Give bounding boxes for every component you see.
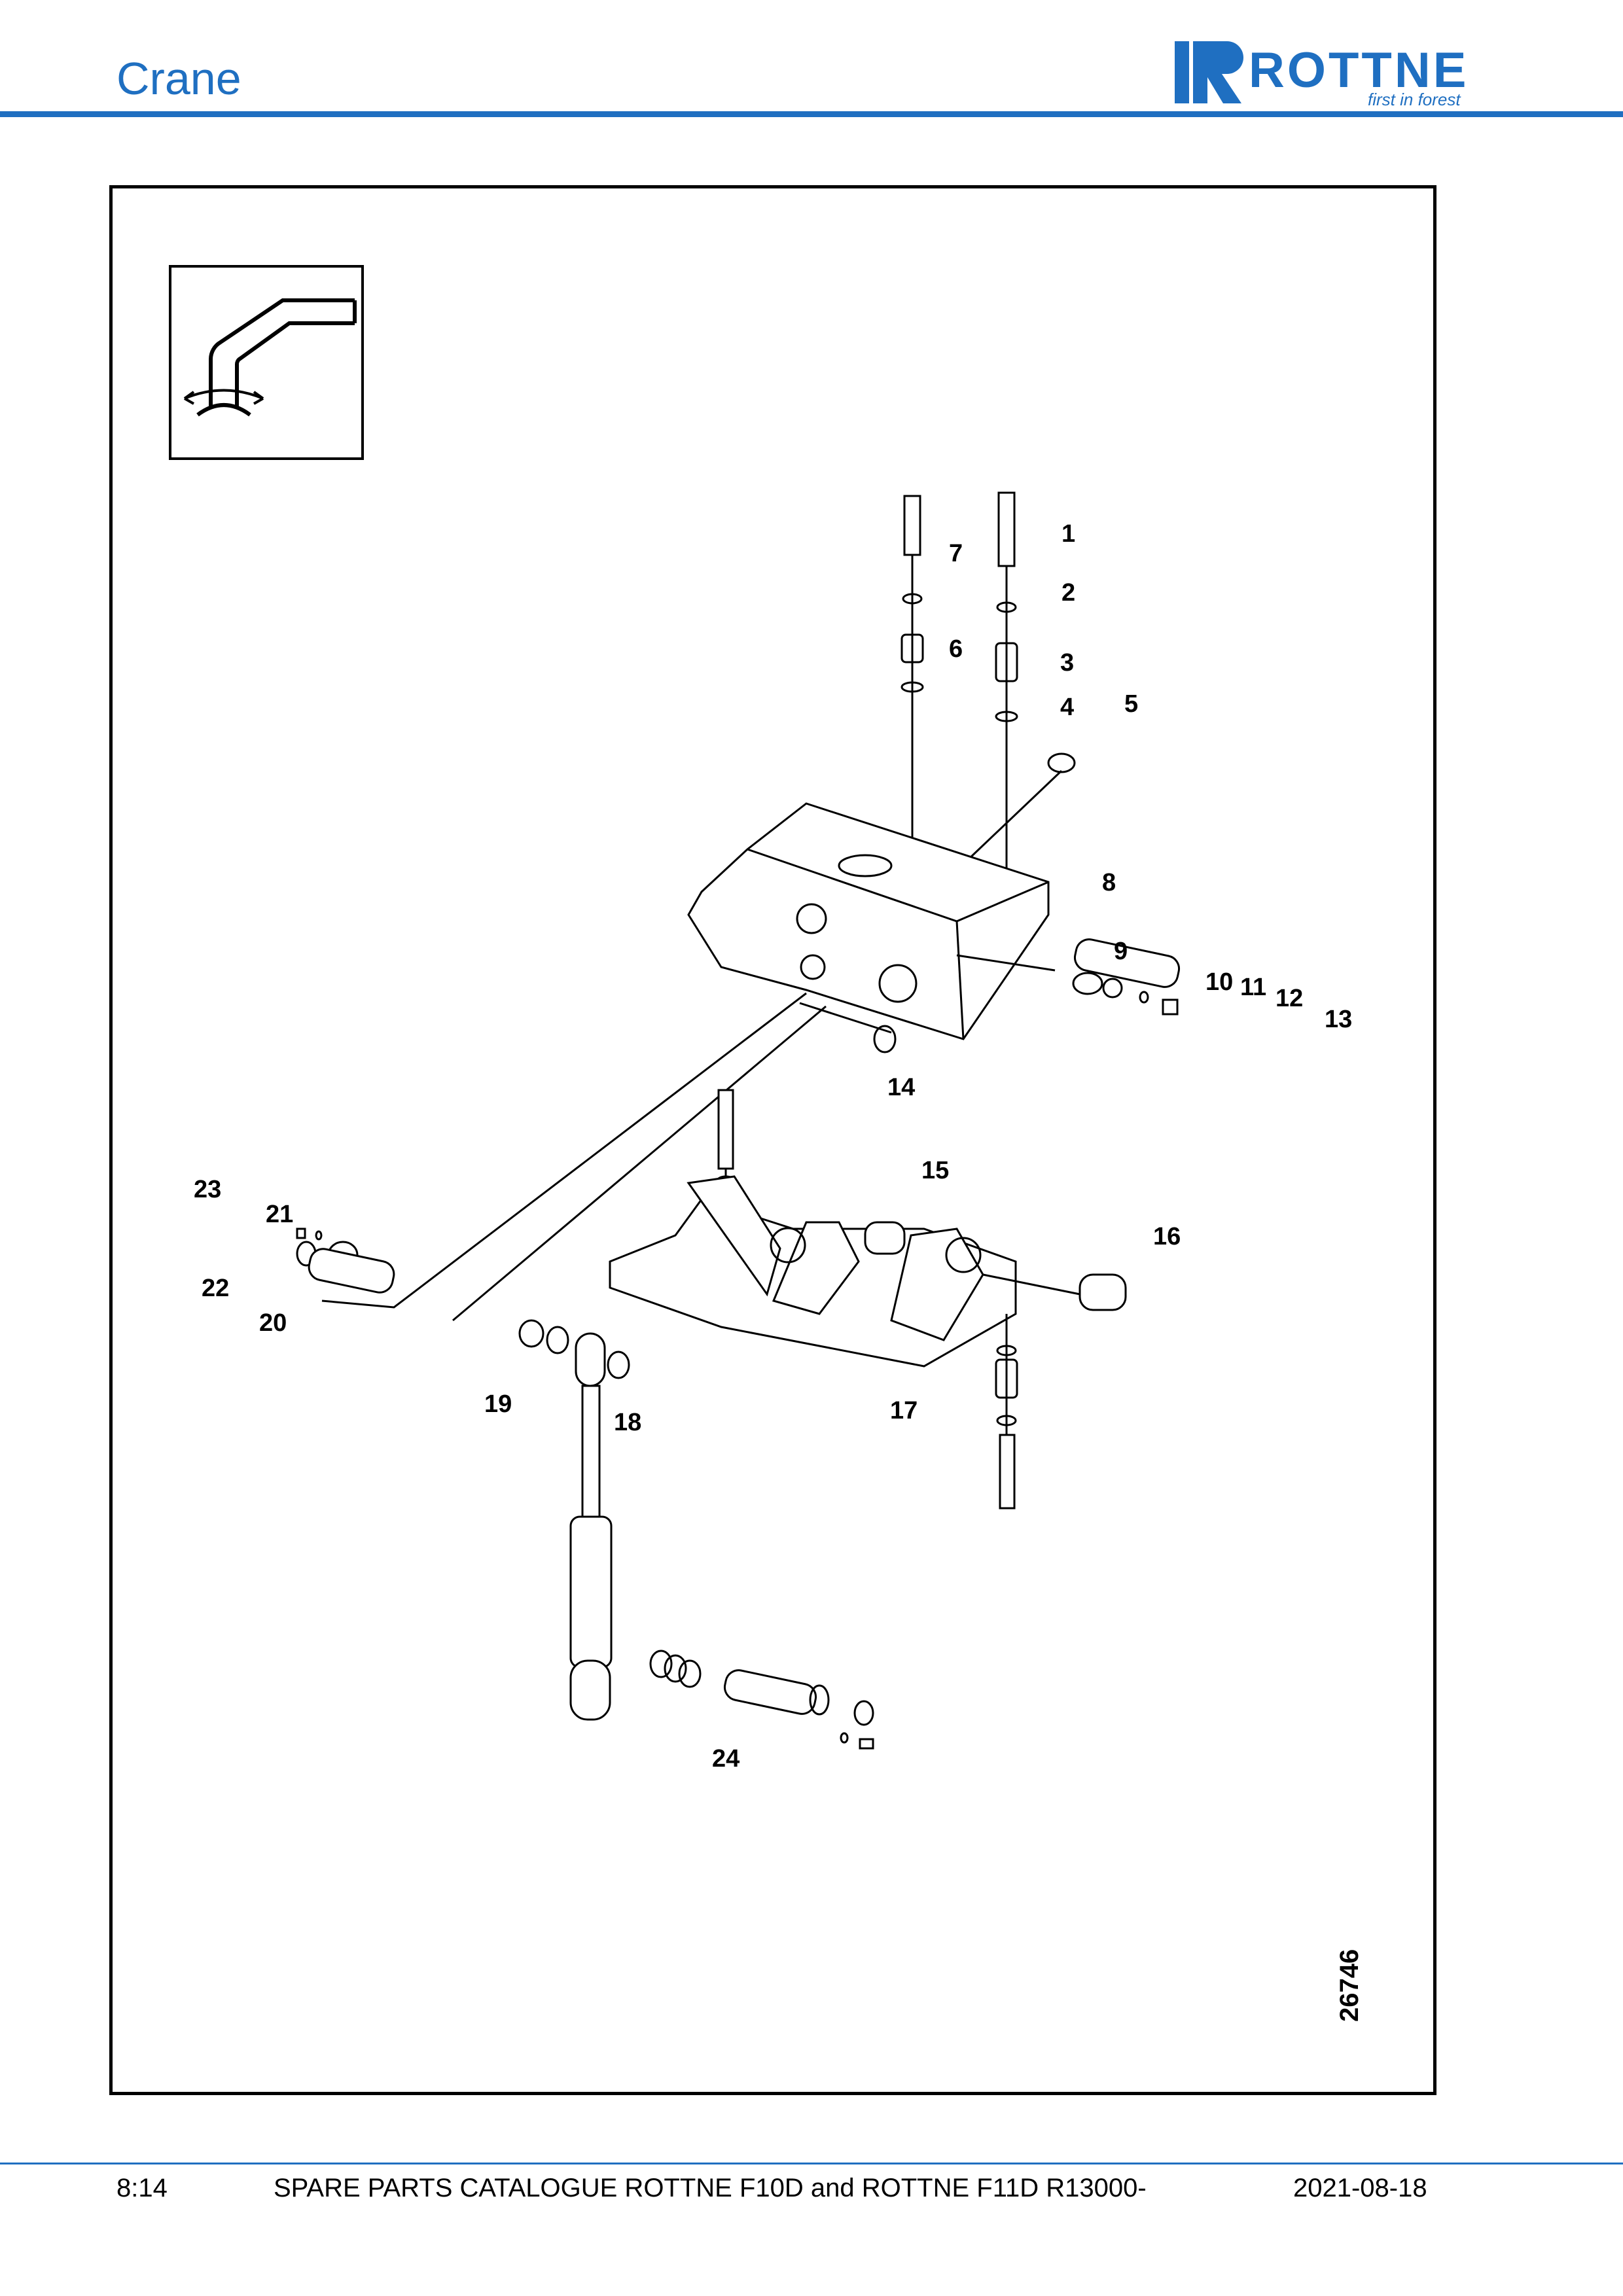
callout-label: 13 xyxy=(1325,1006,1352,1033)
callout-label: 17 xyxy=(890,1397,918,1424)
callout-label: 5 xyxy=(1124,690,1138,718)
svg-text:first in forest: first in forest xyxy=(1368,90,1461,109)
callout-label: 24 xyxy=(712,1745,740,1773)
page-title: Crane xyxy=(116,53,241,104)
footer-divider xyxy=(0,2163,1623,2164)
callout-label: 15 xyxy=(921,1157,949,1184)
callout-label: 3 xyxy=(1060,649,1074,677)
callout-label: 19 xyxy=(484,1390,512,1418)
callout-label: 12 xyxy=(1275,985,1303,1012)
callout-label: 1 xyxy=(1061,520,1075,548)
rottne-emblem-icon xyxy=(1175,41,1243,103)
part-callouts: 1 2 3 4 5 6 7 8 9 10 11 12 13 14 15 16 1… xyxy=(194,520,1352,1773)
figure-number: 26746 xyxy=(1335,1949,1364,2022)
callout-label: 11 xyxy=(1240,974,1266,1001)
callout-label: 22 xyxy=(202,1275,229,1302)
catalogue-title: SPARE PARTS CATALOGUE ROTTNE F10D and RO… xyxy=(274,2174,1147,2202)
callout-label: 2 xyxy=(1061,579,1075,607)
callout-label: 6 xyxy=(949,635,963,663)
callout-label: 10 xyxy=(1205,968,1233,996)
callout-label: 23 xyxy=(194,1176,221,1203)
crane-boom-icon xyxy=(183,298,357,417)
callout-label: 18 xyxy=(614,1409,641,1436)
callout-label: 20 xyxy=(259,1309,287,1337)
rottne-logo: ROTTNE first in forest xyxy=(1175,41,1469,109)
callout-label: 16 xyxy=(1153,1223,1181,1250)
callout-label: 14 xyxy=(887,1074,915,1101)
callout-label: 4 xyxy=(1060,694,1074,721)
callout-label: 21 xyxy=(266,1201,293,1228)
callout-label: 9 xyxy=(1114,938,1128,965)
callout-label: 7 xyxy=(949,540,963,567)
svg-text:ROTTNE: ROTTNE xyxy=(1249,43,1469,98)
crane-section-icon-box xyxy=(169,265,364,460)
exploded-parts-drawing: 1 2 3 4 5 6 7 8 9 10 11 12 13 14 15 16 1… xyxy=(194,491,1352,1773)
callout-label: 8 xyxy=(1102,869,1116,896)
catalogue-date: 2021-08-18 xyxy=(1293,2174,1427,2202)
drawing-frame xyxy=(109,185,1436,2095)
header-divider xyxy=(0,111,1623,117)
page-number: 8:14 xyxy=(116,2174,168,2202)
